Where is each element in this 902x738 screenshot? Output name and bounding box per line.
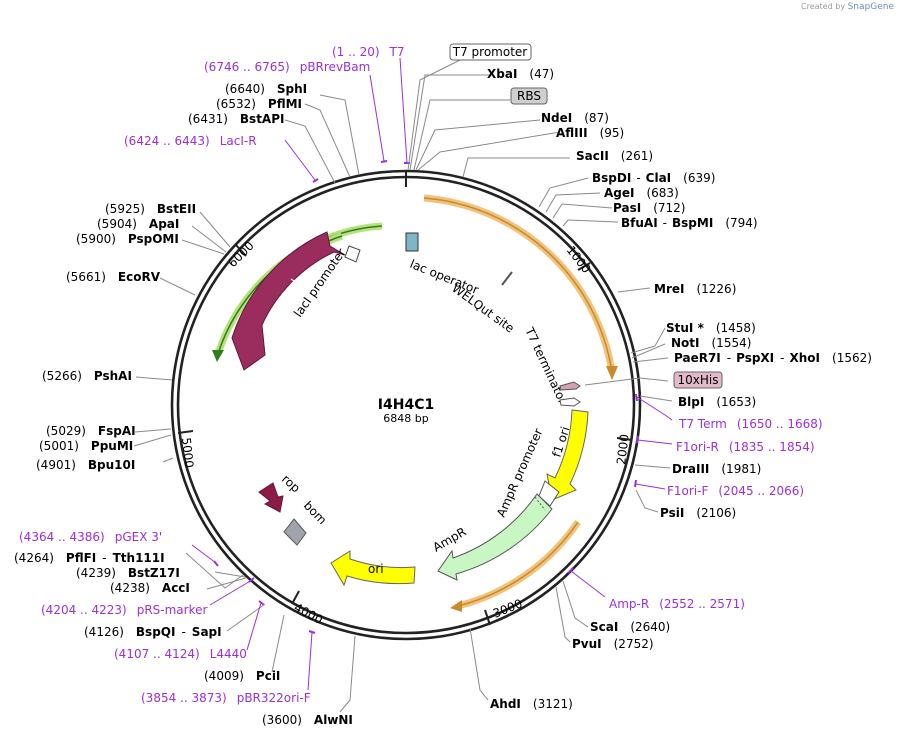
position-ticks — [177, 171, 633, 626]
enzyme-label: NdeI(87) — [541, 111, 609, 125]
ampr-label: AmpR — [431, 525, 469, 555]
primer-label: (4204 .. 4223)pRS-marker — [41, 603, 207, 617]
ori-feature — [330, 550, 416, 587]
enzyme-label: (4009)PciI — [204, 669, 280, 683]
enzyme-label: (4238)AccI — [110, 581, 190, 595]
bom-label: bom — [301, 498, 330, 527]
enzyme-label: (4901)Bpu10I — [36, 458, 135, 472]
enzyme-label: (6431)BstAPI — [188, 112, 284, 126]
lac-operator-feature — [405, 232, 419, 252]
tick-2000: 2000 — [614, 433, 632, 465]
enzyme-labels-right: XbaI(47) NdeI(87) AflIII(95) SacII(261) … — [487, 67, 872, 711]
orf-arc-left-head — [212, 350, 224, 362]
enzyme-label: BfuAI-BspMI(794) — [621, 216, 758, 230]
rbs-box: RBS — [510, 87, 548, 105]
enzyme-label: XbaI(47) — [487, 67, 554, 81]
enzyme-labels-left: (6640)SphI (6532)PflMI (6431)BstAPI (592… — [14, 82, 353, 727]
enzyme-label: (5001)PpuMI — [39, 439, 133, 453]
enzyme-label: (4239)BstZ17I — [76, 566, 180, 580]
svg-text:10xHis: 10xHis — [678, 373, 719, 387]
enzyme-label: PvuI(2752) — [572, 637, 654, 651]
primer-label: (6424 .. 6443)LacI-R — [124, 134, 257, 148]
ori-label: ori — [368, 562, 384, 576]
enzyme-label: NotI(1554) — [671, 336, 751, 350]
credit-prefix: Created by — [801, 2, 846, 11]
t7-promoter-box: T7 promoter — [449, 43, 532, 61]
primer-label: (6746 .. 6765)pBRrevBam — [204, 60, 370, 74]
ampr-dash — [534, 496, 546, 511]
enzyme-label: MreI(1226) — [654, 282, 736, 296]
primer-leader-lines — [191, 57, 673, 691]
enzyme-label: AgeI(683) — [604, 186, 679, 200]
t7-term-feature — [559, 397, 581, 407]
primer-label: F1ori-F(2045 .. 2066) — [667, 484, 804, 498]
enzyme-label: (3600)AlwNI — [262, 713, 353, 727]
primer-label: (4364 .. 4386)pGEX 3' — [19, 530, 162, 544]
primer-labels: (1 .. 20)T7 (6746 .. 6765)pBRrevBam (642… — [19, 45, 823, 705]
enzyme-label: (5925)BstEII — [105, 202, 196, 216]
enzyme-label: (6640)SphI — [225, 82, 307, 96]
rop-feature — [258, 482, 284, 513]
orf-arc-bottom-line — [457, 521, 579, 607]
primer-label: (4107 .. 4124)L4440 — [114, 647, 247, 661]
his-tag-box: 10xHis — [673, 371, 723, 389]
enzyme-label: BlpI(1653) — [678, 395, 756, 409]
bom-feature — [283, 518, 307, 546]
enzyme-label: PaeR7I-PspXI-XhoI(1562) — [674, 351, 872, 365]
enzyme-label: (5904)ApaI — [97, 217, 179, 231]
enzyme-label: DraIII(1981) — [672, 462, 761, 476]
welqut-label: WELQut site — [449, 281, 517, 335]
primer-label: (1 .. 20)T7 — [332, 45, 405, 59]
snapgene-logo-text: SnapGene — [847, 2, 894, 12]
orf-arc-top-line — [423, 197, 613, 373]
enzyme-label: AflIII(95) — [556, 126, 624, 140]
tick-6000: 6000 — [225, 239, 256, 270]
enzyme-label: PsiI(2106) — [660, 506, 736, 520]
laci-promoter-feature — [344, 245, 361, 263]
enzyme-label: (5029)FspAI — [46, 424, 136, 438]
primer-label: (3854 .. 3873)pBR322ori-F — [141, 691, 311, 705]
enzyme-label: BspDI-ClaI(639) — [592, 171, 715, 185]
t7-terminator-feature — [559, 381, 581, 391]
enzyme-label: (5266)PshAI — [42, 369, 132, 383]
enzyme-label: (5661)EcoRV — [66, 270, 161, 284]
enzyme-label: (6532)PflMI — [216, 97, 302, 111]
plasmid-size: 6848 bp — [383, 412, 428, 425]
svg-text:RBS: RBS — [517, 89, 541, 103]
t7-terminator-label: T7 terminator — [522, 324, 570, 406]
leader-lines — [133, 59, 673, 713]
welqut-feature — [501, 271, 513, 286]
enzyme-label: (5900)PspOMI — [76, 232, 179, 246]
ampr-promoter-feature — [538, 480, 560, 507]
primer-label: T7 Term(1650 .. 1668) — [678, 417, 823, 431]
enzyme-label: (4126)BspQI-SapI — [84, 625, 222, 639]
enzyme-label: StuI *(1458) — [666, 321, 756, 335]
snapgene-credit: Created by SnapGene — [801, 2, 894, 12]
tick-4000: 4000 — [292, 600, 326, 627]
enzyme-label: AhdI(3121) — [490, 697, 573, 711]
tick-5000: 5000 — [179, 437, 196, 469]
svg-text:T7 promoter: T7 promoter — [452, 45, 528, 59]
enzyme-label: (4264)PflFI-Tth111I — [14, 551, 165, 565]
plasmid-name: I4H4C1 — [378, 397, 434, 413]
primer-label: F1ori-R(1835 .. 1854) — [676, 440, 815, 454]
rop-label: rop — [279, 472, 303, 496]
ampr-feature — [437, 493, 553, 581]
orf-arc-top-head — [606, 366, 618, 380]
enzyme-label: SacII(261) — [576, 149, 653, 163]
f1-ori-feature — [546, 409, 589, 501]
enzyme-label: ScaI(2640) — [590, 620, 670, 634]
enzyme-label: PasI(712) — [613, 201, 685, 215]
orf-arc-bottom-head — [450, 600, 462, 612]
primer-label: Amp-R(2552 .. 2571) — [609, 597, 745, 611]
laci-feature — [231, 231, 346, 371]
